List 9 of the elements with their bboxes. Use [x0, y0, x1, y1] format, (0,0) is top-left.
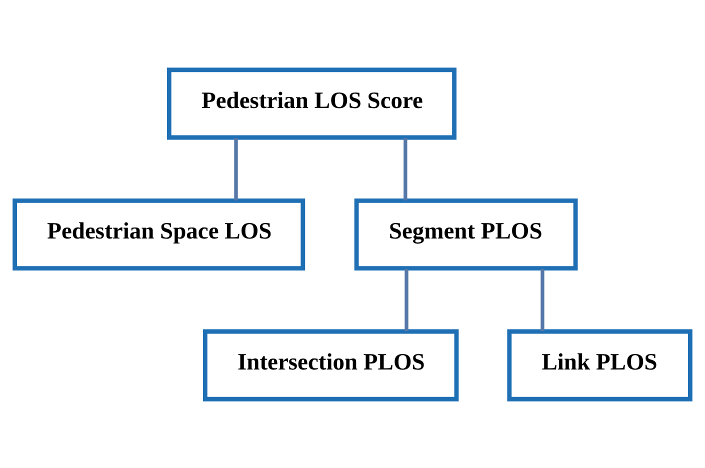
- connector: [234, 138, 238, 200]
- connector: [540, 268, 544, 331]
- node-box: Link PLOS: [507, 328, 692, 401]
- node-box: Intersection PLOS: [202, 328, 459, 401]
- connector: [404, 138, 408, 200]
- node-box: Segment PLOS: [354, 198, 578, 270]
- connector: [404, 268, 408, 331]
- node-box: Pedestrian LOS Score: [166, 67, 456, 140]
- node-box: Pedestrian Space LOS: [12, 198, 306, 270]
